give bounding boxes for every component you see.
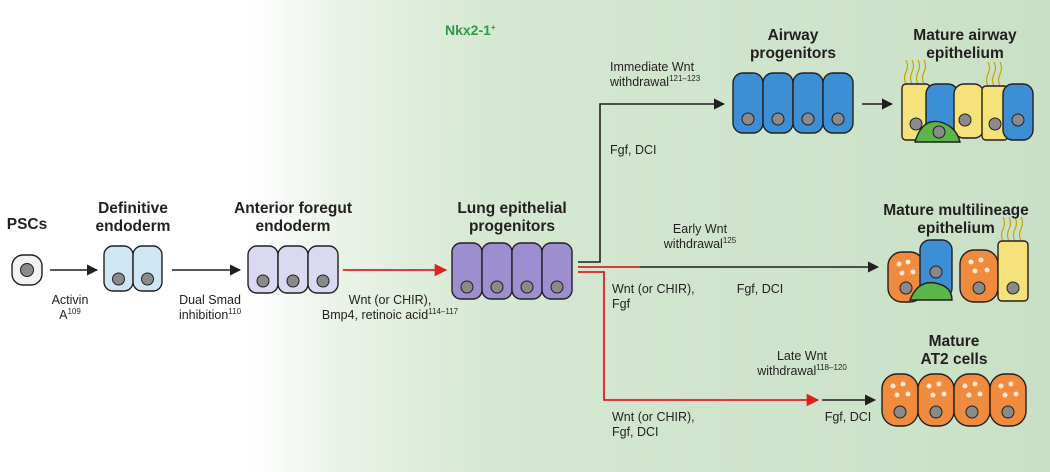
nkx2-1-region-label: Nkx2-1+	[445, 22, 496, 38]
definitive-endoderm-cells	[103, 245, 163, 292]
step-wnt-bmp4-retinoic-acid: Wnt (or CHIR),Bmp4, retinoic acid114–117	[321, 293, 459, 322]
mature-at2-cells	[881, 373, 1027, 427]
anterior-foregut-cells	[247, 245, 339, 294]
step-wnt-fgf: Wnt (or CHIR),Fgf	[612, 282, 695, 311]
step-fgf-dci-airway: Fgf, DCI	[610, 143, 657, 157]
arrow-lung-to-at2-red	[578, 271, 820, 407]
arrow-lung-to-airway-progenitors	[578, 98, 726, 263]
step-wnt-fgf-dci: Wnt (or CHIR),Fgf, DCI	[612, 410, 695, 439]
stage-pscs: PSCs	[6, 216, 48, 233]
lung-progenitor-cells	[451, 242, 573, 300]
mature-airway-epithelium-cells	[901, 59, 1034, 143]
mature-multilineage-epithelium-cells	[887, 216, 1029, 303]
step-fgf-dci-at2: Fgf, DCI	[824, 410, 872, 424]
psc-cell	[11, 254, 43, 286]
step-fgf-dci-multilineage: Fgf, DCI	[736, 282, 784, 296]
airway-progenitor-cells	[732, 72, 854, 134]
